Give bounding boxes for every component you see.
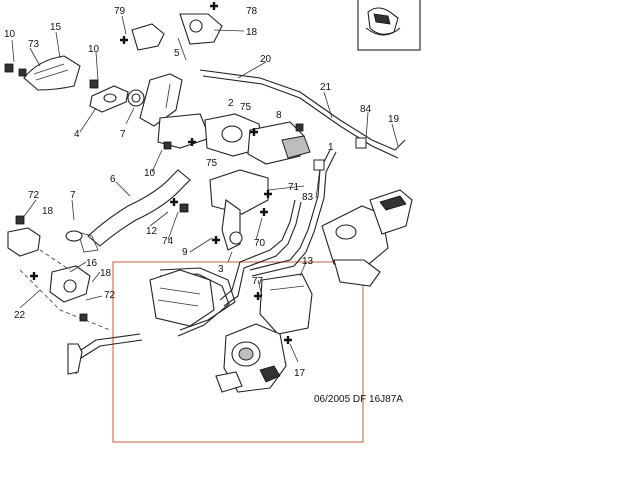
callout-label: 72: [28, 190, 40, 201]
callout-label: 3: [218, 264, 224, 275]
callout-label: 10: [88, 44, 100, 55]
callout-label: 12: [146, 226, 158, 237]
callout-label: 75: [206, 158, 218, 169]
part-5-pipe: [139, 73, 211, 149]
callout-label: 17: [294, 368, 306, 379]
callout-label: 83: [302, 192, 314, 203]
callout-label: 7: [120, 129, 126, 140]
callout-label: 9: [182, 247, 188, 258]
footer-code: 06/2005 DF 16J87A: [314, 394, 403, 405]
highlight-box: [112, 261, 364, 443]
callout-label: 4: [74, 129, 80, 140]
callout-label: 21: [320, 82, 332, 93]
callout-label: 70: [254, 238, 266, 249]
callout-label: 2: [228, 98, 234, 109]
callout-label: 71: [288, 182, 300, 193]
callout-label: 22: [14, 310, 26, 321]
callout-label: 74: [162, 236, 174, 247]
intake-manifold: [321, 189, 413, 287]
fasteners: [4, 63, 304, 322]
callout-label: 8: [276, 110, 282, 121]
callout-label: 19: [388, 114, 400, 125]
callout-label: 10: [144, 168, 156, 179]
hose-6: [65, 169, 191, 253]
callout-label: 16: [86, 258, 98, 269]
lower-left-parts: [7, 227, 111, 375]
callout-label: 15: [50, 22, 62, 33]
cross-markers: [30, 2, 292, 344]
callout-label: 78: [246, 6, 258, 17]
callout-label: 72: [104, 290, 116, 301]
callout-label: 75: [240, 102, 252, 113]
callout-label: 7: [70, 190, 76, 201]
leader-lines: [11, 15, 399, 363]
callout-label: 18: [100, 268, 112, 279]
clip-squares: [313, 137, 367, 171]
callout-label: 13: [302, 256, 314, 267]
callout-label: 77: [252, 276, 264, 287]
inset-detail: [357, 0, 421, 51]
egr-assembly: [204, 113, 311, 251]
callout-label: 1: [328, 142, 334, 153]
callout-label: 73: [28, 39, 40, 50]
callout-label: 18: [42, 206, 54, 217]
callout-label: 84: [360, 104, 372, 115]
highlight-parts: [149, 269, 313, 393]
callout-labels: 10 73 15 4 7 10 79 78 18 5 20 21 84 19 2…: [4, 6, 400, 379]
callout-label: 5: [174, 48, 180, 59]
callout-label: 20: [260, 54, 272, 65]
callout-label: 79: [114, 6, 126, 17]
callout-label: 10: [4, 29, 16, 40]
callout-label: 6: [110, 174, 116, 185]
part-4-flange: [89, 85, 145, 113]
callout-label: 18: [246, 27, 258, 38]
upper-brackets: [131, 13, 223, 51]
part-15-shield: [23, 55, 81, 91]
